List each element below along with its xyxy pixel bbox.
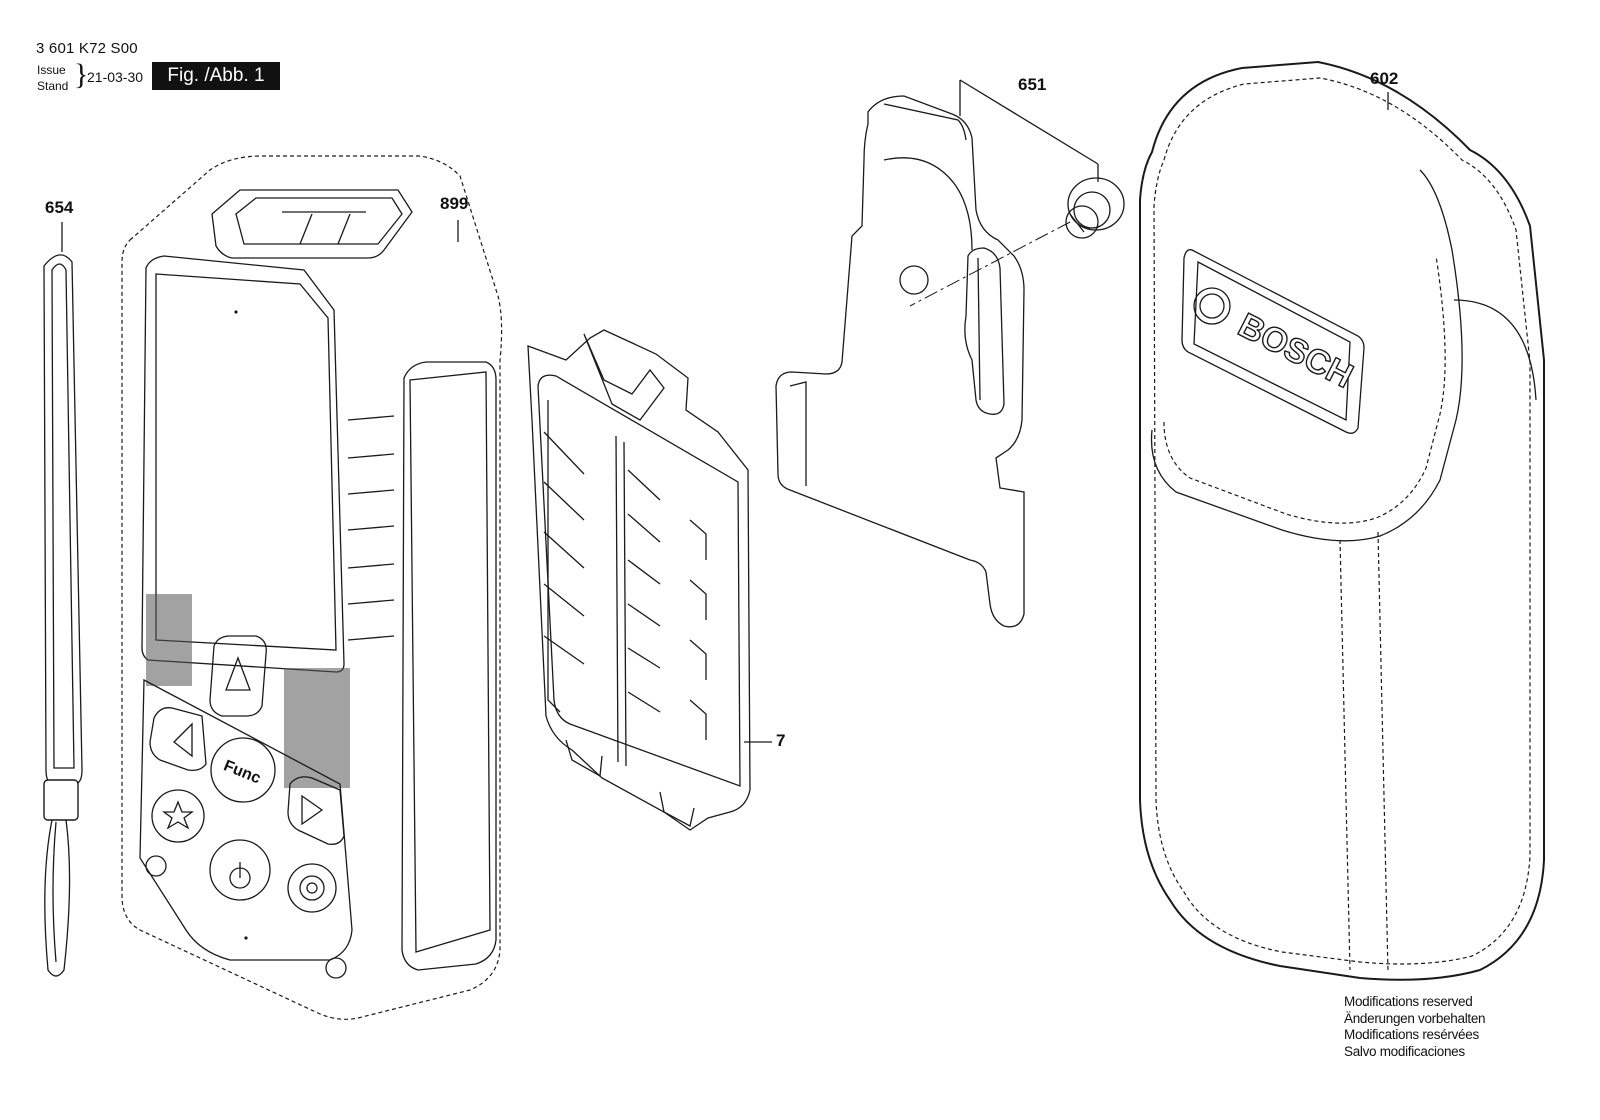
note-en: Modifications reserved <box>1344 994 1473 1009</box>
wrist-strap <box>43 222 83 977</box>
issue-label: Issue <box>37 63 66 77</box>
brand-logo-text: BOSCH <box>1232 306 1359 396</box>
pouch <box>1139 60 1545 981</box>
callout-654: 654 <box>45 198 74 217</box>
belt-clip <box>775 79 1125 628</box>
issue-date: 21-03-30 <box>87 69 144 85</box>
callout-602: 602 <box>1370 69 1399 88</box>
callout-651: 651 <box>1018 75 1047 94</box>
func-key-label: Func <box>221 757 263 787</box>
part-number: 3 601 K72 S00 <box>36 40 138 57</box>
modification-notes: Modifications reserved Änderungen vorbeh… <box>1344 994 1486 1060</box>
brace-glyph: } <box>74 58 89 91</box>
note-de: Änderungen vorbehalten <box>1344 1010 1486 1026</box>
battery-cover <box>527 329 772 831</box>
figure-label: Fig. /Abb. 1 <box>152 62 280 90</box>
measuring-device <box>121 155 503 1020</box>
stand-label: Stand <box>37 79 69 93</box>
callout-899: 899 <box>440 194 469 213</box>
note-es: Salvo modificaciones <box>1344 1043 1465 1059</box>
callout-7: 7 <box>776 731 786 750</box>
issue-stand-label: Issue Stand <box>37 62 68 94</box>
note-fr: Modifications resérvées <box>1344 1027 1479 1042</box>
